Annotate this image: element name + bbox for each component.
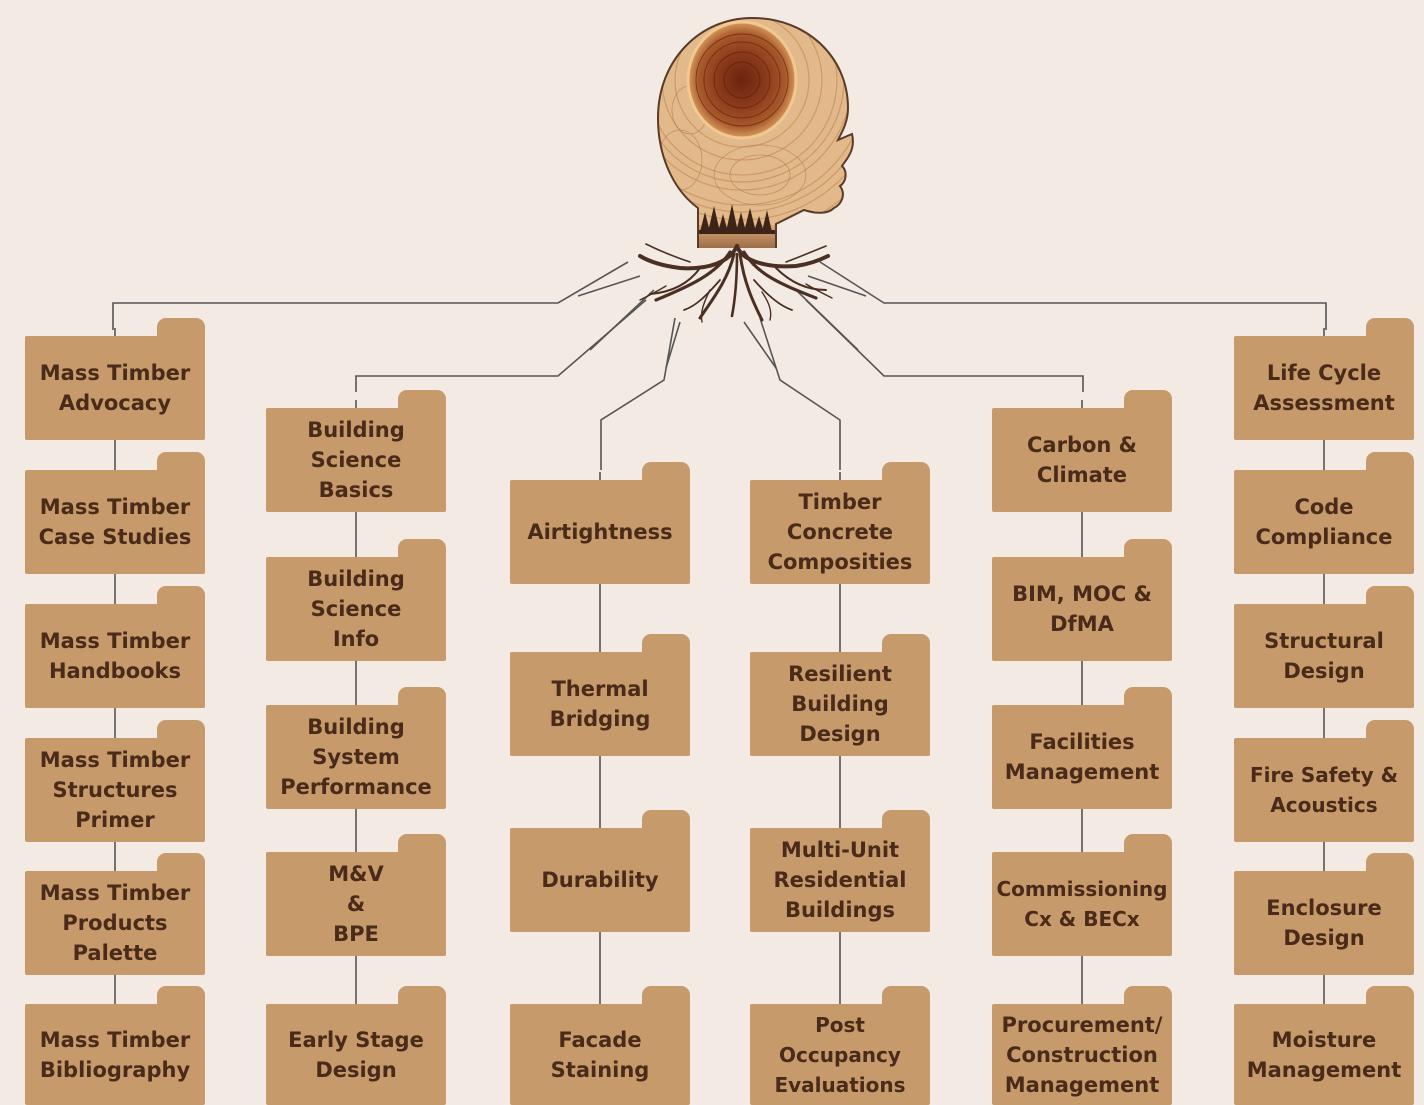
folder-body: Procurement/ Construction Management bbox=[992, 1004, 1172, 1105]
topic-folder[interactable]: Commissioning Cx & BECx bbox=[992, 834, 1172, 956]
folder-body: Mass Timber Advocacy bbox=[25, 336, 205, 440]
topic-folder[interactable]: BIM, MOC & DfMA bbox=[992, 539, 1172, 661]
topic-label: M&V & BPE bbox=[326, 859, 385, 949]
topic-label: Fire Safety & Acoustics bbox=[1248, 760, 1400, 820]
topic-folder[interactable]: Code Compliance bbox=[1234, 452, 1414, 574]
topic-label: Commissioning Cx & BECx bbox=[994, 874, 1169, 934]
folder-body: Facade Staining bbox=[510, 1004, 690, 1105]
topic-folder[interactable]: Airtightness bbox=[510, 462, 690, 584]
topic-folder[interactable]: Mass Timber Case Studies bbox=[25, 452, 205, 574]
folder-body: Code Compliance bbox=[1234, 470, 1414, 574]
folder-body: Mass Timber Case Studies bbox=[25, 470, 205, 574]
topic-label: BIM, MOC & DfMA bbox=[1010, 579, 1154, 639]
topic-folder[interactable]: Procurement/ Construction Management bbox=[992, 986, 1172, 1105]
topic-label: Resilient Building Design bbox=[786, 659, 894, 749]
topic-folder[interactable]: Carbon & Climate bbox=[992, 390, 1172, 512]
topic-label: Carbon & Climate bbox=[1025, 430, 1139, 490]
topic-label: Moisture Management bbox=[1245, 1025, 1404, 1085]
topic-folder[interactable]: Building Science Info bbox=[266, 539, 446, 661]
folder-body: Enclosure Design bbox=[1234, 871, 1414, 975]
topic-label: Life Cycle Assessment bbox=[1251, 358, 1397, 418]
topic-label: Facade Staining bbox=[549, 1025, 652, 1085]
topic-folder[interactable]: Facilities Management bbox=[992, 687, 1172, 809]
topic-label: Mass Timber Case Studies bbox=[37, 492, 194, 552]
folder-body: BIM, MOC & DfMA bbox=[992, 557, 1172, 661]
folder-body: Multi-Unit Residential Buildings bbox=[750, 828, 930, 932]
topic-folder[interactable]: Early Stage Design bbox=[266, 986, 446, 1105]
topic-label: Mass Timber Structures Primer bbox=[38, 745, 192, 835]
folder-body: Building System Performance bbox=[266, 705, 446, 809]
topic-folder[interactable]: Thermal Bridging bbox=[510, 634, 690, 756]
topic-label: Mass Timber Advocacy bbox=[38, 358, 192, 418]
folder-body: Mass Timber Structures Primer bbox=[25, 738, 205, 842]
topic-folder[interactable]: Moisture Management bbox=[1234, 986, 1414, 1105]
topic-folder[interactable]: M&V & BPE bbox=[266, 834, 446, 956]
topic-label: Post Occupancy Evaluations bbox=[750, 1010, 930, 1100]
folder-body: Carbon & Climate bbox=[992, 408, 1172, 512]
topic-folder[interactable]: Durability bbox=[510, 810, 690, 932]
topic-label: Code Compliance bbox=[1254, 492, 1395, 552]
folder-body: Resilient Building Design bbox=[750, 652, 930, 756]
topic-folder[interactable]: Facade Staining bbox=[510, 986, 690, 1105]
topic-label: Early Stage Design bbox=[286, 1025, 426, 1085]
topic-folder[interactable]: Life Cycle Assessment bbox=[1234, 318, 1414, 440]
topic-folder[interactable]: Post Occupancy Evaluations bbox=[750, 986, 930, 1105]
folder-body: Fire Safety & Acoustics bbox=[1234, 738, 1414, 842]
topic-label: Mass Timber Bibliography bbox=[38, 1025, 192, 1085]
folder-body: Post Occupancy Evaluations bbox=[750, 1004, 930, 1105]
topic-label: Structural Design bbox=[1262, 626, 1386, 686]
topic-folder[interactable]: Enclosure Design bbox=[1234, 853, 1414, 975]
topic-folder[interactable]: Mass Timber Structures Primer bbox=[25, 720, 205, 842]
topic-label: Facilities Management bbox=[1003, 727, 1162, 787]
folder-body: Building Science Basics bbox=[266, 408, 446, 512]
topic-label: Enclosure Design bbox=[1264, 893, 1383, 953]
folder-body: Structural Design bbox=[1234, 604, 1414, 708]
folder-body: Durability bbox=[510, 828, 690, 932]
folder-body: Mass Timber Bibliography bbox=[25, 1004, 205, 1105]
topic-label: Building System Performance bbox=[278, 712, 434, 802]
head-tree-rings-icon bbox=[542, 0, 942, 280]
topic-folder[interactable]: Mass Timber Advocacy bbox=[25, 318, 205, 440]
folder-body: Commissioning Cx & BECx bbox=[992, 852, 1172, 956]
topic-label: Mass Timber Products Palette bbox=[38, 878, 192, 968]
folder-body: Mass Timber Handbooks bbox=[25, 604, 205, 708]
topic-folder[interactable]: Resilient Building Design bbox=[750, 634, 930, 756]
topic-folder[interactable]: Structural Design bbox=[1234, 586, 1414, 708]
topic-folder[interactable]: Multi-Unit Residential Buildings bbox=[750, 810, 930, 932]
topic-label: Mass Timber Handbooks bbox=[38, 626, 192, 686]
folder-body: Timber Concrete Composities bbox=[750, 480, 930, 584]
topic-folder[interactable]: Fire Safety & Acoustics bbox=[1234, 720, 1414, 842]
topic-folder[interactable]: Mass Timber Handbooks bbox=[25, 586, 205, 708]
topic-label: Thermal Bridging bbox=[548, 674, 653, 734]
topic-folder[interactable]: Building Science Basics bbox=[266, 390, 446, 512]
folder-body: Mass Timber Products Palette bbox=[25, 871, 205, 975]
tree-roots-icon bbox=[640, 244, 832, 322]
folder-body: Early Stage Design bbox=[266, 1004, 446, 1105]
topic-folder[interactable]: Building System Performance bbox=[266, 687, 446, 809]
topic-label: Timber Concrete Composities bbox=[766, 487, 915, 577]
topic-label: Multi-Unit Residential Buildings bbox=[772, 835, 909, 925]
topic-folder[interactable]: Mass Timber Products Palette bbox=[25, 853, 205, 975]
topic-folder[interactable]: Mass Timber Bibliography bbox=[25, 986, 205, 1105]
topic-label: Procurement/ Construction Management bbox=[1000, 1010, 1165, 1100]
folder-body: Moisture Management bbox=[1234, 1004, 1414, 1105]
folder-body: Facilities Management bbox=[992, 705, 1172, 809]
folder-body: M&V & BPE bbox=[266, 852, 446, 956]
topic-label: Durability bbox=[539, 865, 660, 895]
folder-body: Life Cycle Assessment bbox=[1234, 336, 1414, 440]
folder-body: Building Science Info bbox=[266, 557, 446, 661]
topic-folder[interactable]: Timber Concrete Composities bbox=[750, 462, 930, 584]
topic-label: Building Science Info bbox=[305, 564, 407, 654]
topic-label: Airtightness bbox=[525, 517, 674, 547]
folder-body: Airtightness bbox=[510, 480, 690, 584]
topic-label: Building Science Basics bbox=[305, 415, 407, 505]
folder-body: Thermal Bridging bbox=[510, 652, 690, 756]
